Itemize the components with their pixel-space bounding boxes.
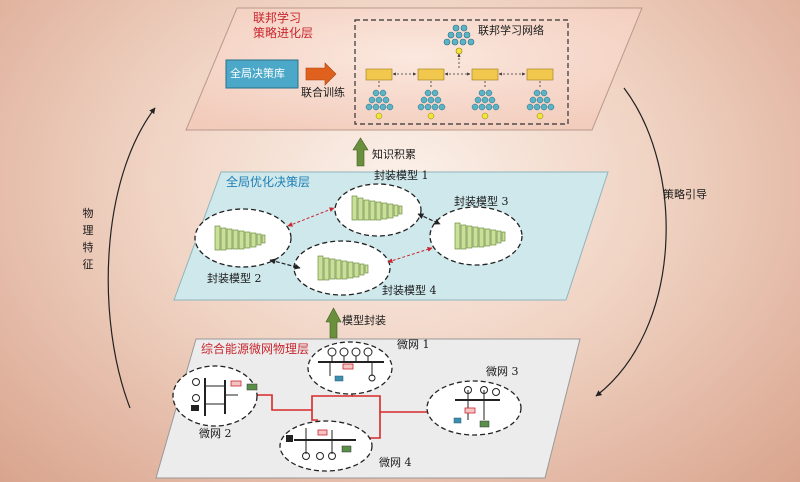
model-glyph-2 [214, 225, 266, 251]
link-2-1 [287, 207, 335, 227]
joint-training-label: 联合训练 [301, 86, 345, 99]
strategy-guidance-label: 策略引导 [663, 188, 707, 201]
microgrid-4-label: 微网 4 [379, 456, 412, 469]
client-network-3 [471, 89, 500, 111]
microgrid-ellipse-4 [279, 420, 373, 472]
model-1-label: 封装模型 1 [374, 169, 429, 182]
federated-network-frame [354, 19, 569, 125]
microgrid-1-label: 微网 1 [397, 338, 430, 351]
left-loop-arrow [107, 107, 156, 409]
model-glyph-1 [351, 195, 403, 221]
knowledge-arrow [352, 137, 369, 167]
model-encap-arrow [325, 307, 342, 339]
link-1-3 [417, 213, 441, 225]
client-network-2 [417, 89, 446, 111]
microgrid-ellipse-2 [172, 365, 258, 427]
right-loop-arrow [595, 87, 667, 397]
bottom-plane [155, 338, 581, 479]
client-output-nodes [375, 112, 544, 120]
federated-network-label: 联邦学习网络 [478, 24, 544, 37]
global-decision-library-label: 全局决策库 [230, 67, 285, 80]
microgrid-2-label: 微网 2 [199, 427, 232, 440]
middle-layer-title: 全局优化决策层 [226, 175, 311, 189]
model-3-label: 封装模型 3 [454, 195, 509, 208]
joint-training-arrow [305, 62, 337, 86]
microgrid-1-schematic [318, 347, 384, 382]
model-glyph-3 [454, 222, 506, 250]
global-decision-library-box [225, 59, 299, 89]
client-network-1 [365, 89, 394, 111]
microgrid-3-label: 微网 3 [486, 365, 519, 378]
client-boxes [365, 68, 554, 81]
model-glyph-4 [317, 255, 369, 281]
knowledge-accumulation-label: 知识积累 [372, 148, 416, 161]
client-network-4 [526, 89, 555, 111]
top-layer-title: 联邦学习 策略进化层 [253, 11, 314, 40]
microgrid-2-schematic [192, 378, 238, 416]
microgrid-4-schematic [294, 428, 356, 460]
microgrid-3-schematic [455, 386, 500, 420]
top-plane [185, 7, 643, 131]
model-2-label: 封装模型 2 [207, 272, 262, 285]
server-network-icon [443, 24, 475, 46]
physical-features-label: 物理特征 [82, 207, 94, 271]
bottom-layer-title: 综合能源微网物理层 [201, 342, 310, 356]
link-4-3 [387, 246, 433, 264]
link-2-4 [269, 258, 301, 270]
model-4-label: 封装模型 4 [382, 284, 437, 297]
model-encapsulation-label: 模型封装 [342, 314, 386, 327]
